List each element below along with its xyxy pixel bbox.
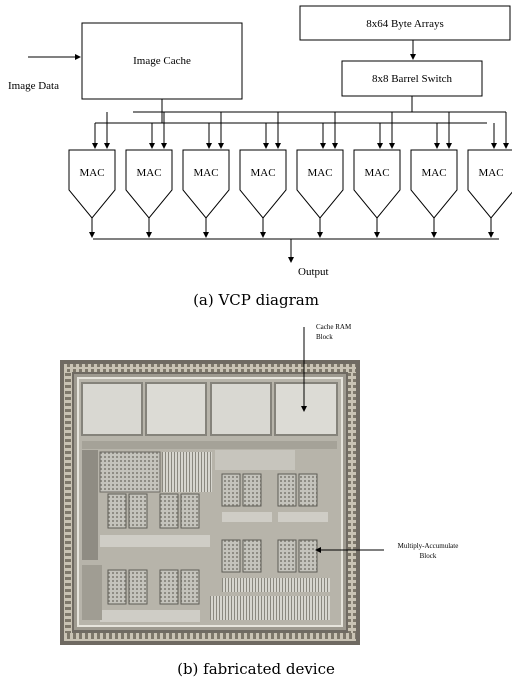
mac-label: MAC <box>79 167 104 179</box>
mac-units: MAC MAC MAC MAC MAC MAC MAC MAC <box>69 150 512 218</box>
mac-unit: MAC <box>411 150 457 218</box>
mac-block-label-line2: Block <box>420 552 437 560</box>
cache-ram-label-line1: Cache RAM <box>316 323 352 331</box>
mac-label: MAC <box>307 167 332 179</box>
output-bus: Output <box>93 239 499 278</box>
barrel-switch-label: 8x8 Barrel Switch <box>372 73 453 85</box>
cache-ram-label-line2: Block <box>316 333 333 341</box>
mac-unit: MAC <box>297 150 343 218</box>
image-data-input: Image Data <box>8 57 80 92</box>
mac-label: MAC <box>250 167 275 179</box>
mac-unit: MAC <box>126 150 172 218</box>
mac-label: MAC <box>364 167 389 179</box>
mac-label: MAC <box>136 167 161 179</box>
barrel-switch-block: 8x8 Barrel Switch <box>342 61 482 96</box>
mac-block-label-line1: Multiply-Accumulate <box>398 542 459 550</box>
image-cache-label: Image Cache <box>133 55 191 67</box>
byte-arrays-label: 8x64 Byte Arrays <box>366 18 444 30</box>
image-cache-block: Image Cache <box>82 23 242 99</box>
image-data-label: Image Data <box>8 80 59 92</box>
distribution-buses <box>95 96 506 123</box>
byte-arrays-block: 8x64 Byte Arrays <box>300 6 510 40</box>
die-photo <box>60 360 360 645</box>
caption-b: (b) fabricated device <box>177 660 335 678</box>
mac-label: MAC <box>421 167 446 179</box>
mac-unit: MAC <box>69 150 115 218</box>
vcp-block-diagram: Image Cache Image Data 8x64 Byte Arrays … <box>8 6 512 278</box>
mac-unit: MAC <box>468 150 512 218</box>
mac-label: MAC <box>193 167 218 179</box>
mac-unit: MAC <box>240 150 286 218</box>
output-label: Output <box>298 266 329 278</box>
mac-unit: MAC <box>354 150 400 218</box>
caption-a: (a) VCP diagram <box>193 291 319 309</box>
mac-label: MAC <box>478 167 503 179</box>
mac-unit: MAC <box>183 150 229 218</box>
